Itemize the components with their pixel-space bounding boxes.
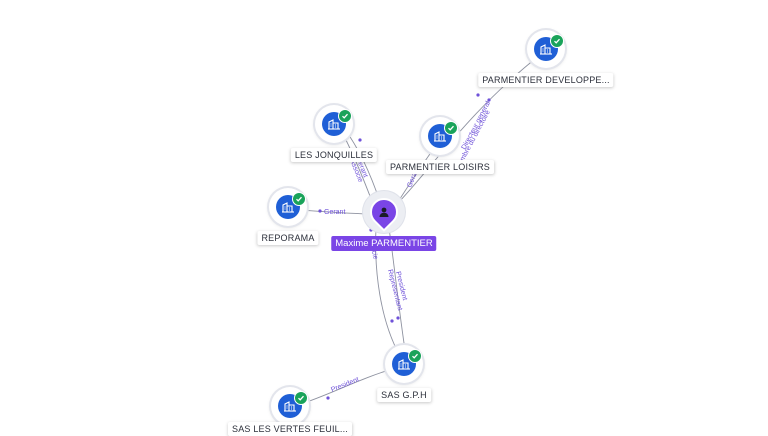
person-icon	[376, 204, 392, 220]
person-name: Maxime PARMENTIER	[331, 236, 437, 251]
verified-check-icon	[292, 192, 306, 206]
company-label: LES JONQUILLES	[290, 148, 378, 162]
verified-check-icon	[550, 34, 564, 48]
verified-check-icon	[444, 121, 458, 135]
company-label: REPORAMA	[257, 231, 319, 245]
edge-label-reporama: Gerant	[324, 209, 345, 216]
company-label: SAS LES VERTES FEUIL...	[228, 422, 352, 436]
company-label: PARMENTIER DEVELOPPE...	[478, 73, 614, 87]
company-label: PARMENTIER LOISIRS	[386, 160, 494, 174]
company-label: SAS G.P.H	[377, 388, 431, 402]
edge-label-vertes: President	[330, 376, 360, 394]
verified-check-icon	[338, 109, 352, 123]
verified-check-icon	[294, 391, 308, 405]
verified-check-icon	[408, 349, 422, 363]
